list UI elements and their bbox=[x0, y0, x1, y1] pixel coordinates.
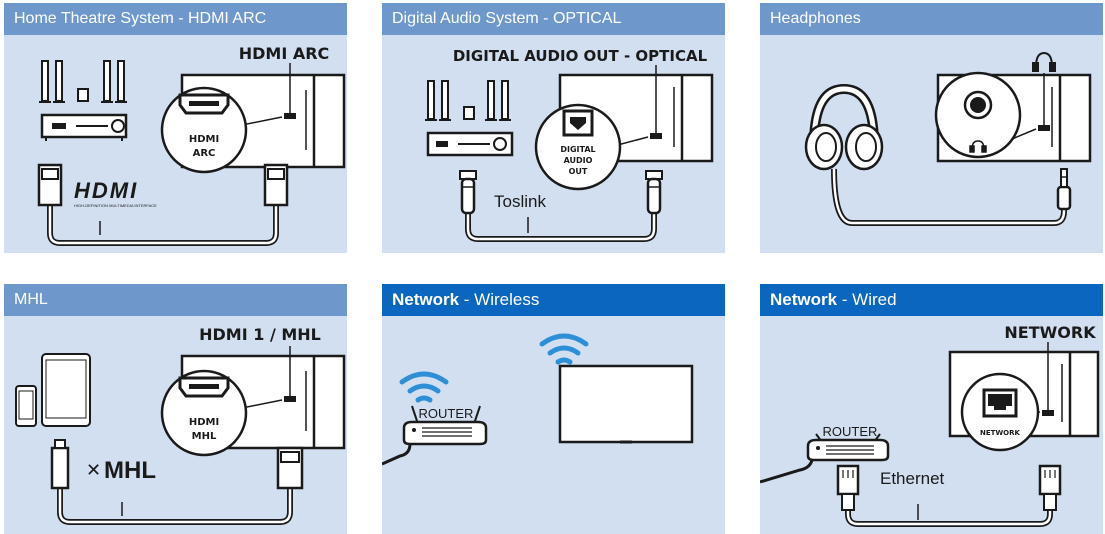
hdmi-port-icon bbox=[178, 93, 230, 115]
router-power-cable bbox=[760, 459, 814, 484]
callout-line2: MHL bbox=[192, 431, 217, 442]
headphones-icon bbox=[804, 83, 884, 171]
mhl-logo-text: MHL bbox=[104, 457, 156, 484]
panel-title-rest: - Wireless bbox=[459, 290, 540, 309]
hdmi-arc-diagram: HDMI ARC HDMI ARC bbox=[37, 44, 346, 246]
optical-diagram: DIGITAL AUDIO OUT - OPTICAL DIGITAL AUDI… bbox=[425, 47, 714, 242]
speakers-icon bbox=[425, 80, 511, 121]
mhl-cable bbox=[50, 439, 304, 525]
panel-mhl: MHL HDMI 1 / MHL HDMI MHL bbox=[4, 284, 347, 534]
panel-title-bold: Network bbox=[392, 290, 460, 309]
panel-title: Network - Wireless bbox=[382, 284, 725, 316]
ethernet-cable bbox=[836, 464, 1062, 527]
cable-label: Toslink bbox=[494, 192, 546, 211]
network-port bbox=[1042, 410, 1054, 416]
callout-line1: HDMI bbox=[189, 134, 219, 145]
panel-network-wired: Network - Wired NETWORK NETWORK ROUTER bbox=[760, 284, 1103, 534]
router-power-cable bbox=[382, 443, 412, 466]
callout-line2: AUDIO bbox=[564, 156, 593, 165]
callout-line3: OUT bbox=[569, 167, 588, 176]
port-label: DIGITAL AUDIO OUT - OPTICAL bbox=[453, 47, 708, 65]
wifi-icon bbox=[539, 333, 589, 365]
hdmi-logo-subtitle: HIGH-DEFINITION MULTIMEDIA INTERFACE bbox=[74, 203, 157, 208]
mhl-diagram: HDMI 1 / MHL HDMI MHL ✕ MHL bbox=[15, 325, 346, 525]
hdmi-logo: HDMI bbox=[74, 178, 138, 203]
headphone-cable bbox=[831, 168, 1072, 226]
port-label: NETWORK bbox=[1004, 323, 1096, 342]
headphones-diagram bbox=[804, 51, 1092, 226]
router-icon bbox=[806, 433, 890, 462]
audio-receiver-icon bbox=[426, 131, 514, 157]
svg-text:✕: ✕ bbox=[86, 460, 101, 480]
wireless-diagram: ROUTER bbox=[382, 333, 694, 466]
toslink-cable bbox=[459, 170, 663, 242]
panel-title: Digital Audio System - OPTICAL bbox=[382, 3, 725, 35]
cable-label: Ethernet bbox=[880, 469, 945, 488]
panel-title: Headphones bbox=[760, 3, 1103, 35]
smartphone-icon bbox=[15, 385, 37, 427]
hdmi-port-icon bbox=[178, 376, 230, 398]
hdmi-cable bbox=[37, 163, 289, 246]
audio-jack-icon bbox=[963, 90, 993, 120]
panel-digital-audio-optical: Digital Audio System - OPTICAL DIGITAL A… bbox=[382, 3, 725, 253]
panel-title-bold: Network bbox=[770, 290, 838, 309]
tv-icon bbox=[558, 364, 694, 444]
optical-port-icon bbox=[562, 109, 594, 137]
callout-line1: HDMI bbox=[189, 417, 219, 428]
panel-network-wireless: Network - Wireless ROUTER bbox=[382, 284, 725, 534]
panel-title: Home Theatre System - HDMI ARC bbox=[4, 3, 347, 35]
panel-title: MHL bbox=[4, 284, 347, 316]
wifi-icon bbox=[399, 371, 449, 403]
router-label: ROUTER bbox=[823, 424, 878, 439]
speakers-icon bbox=[39, 60, 127, 103]
tablet-icon bbox=[41, 353, 91, 427]
panel-title: Network - Wired bbox=[760, 284, 1103, 316]
headphone-port bbox=[1038, 125, 1050, 131]
optical-port bbox=[650, 133, 662, 139]
ethernet-port-icon bbox=[982, 388, 1018, 418]
av-receiver-icon bbox=[40, 113, 128, 141]
hdmi-mhl-port bbox=[284, 396, 296, 402]
panel-title-rest: - Wired bbox=[837, 290, 897, 309]
mhl-logo: ✕ MHL bbox=[86, 457, 156, 484]
callout-line1: NETWORK bbox=[980, 429, 1020, 437]
callout-line2: ARC bbox=[193, 148, 216, 159]
router-label: ROUTER bbox=[419, 406, 474, 421]
hdmi-arc-port bbox=[284, 113, 296, 119]
panel-headphones: Headphones bbox=[760, 3, 1103, 253]
panel-home-theatre-hdmi-arc: Home Theatre System - HDMI ARC HDMI ARC … bbox=[4, 3, 347, 253]
callout-circle bbox=[534, 103, 622, 191]
port-label: HDMI ARC bbox=[239, 44, 330, 63]
wired-diagram: NETWORK NETWORK ROUTER bbox=[760, 323, 1100, 527]
callout-line1: DIGITAL bbox=[560, 145, 595, 154]
headphone-small-icon bbox=[1032, 51, 1056, 72]
router-icon bbox=[402, 405, 488, 446]
headphone-callout-icon bbox=[969, 140, 987, 153]
port-label: HDMI 1 / MHL bbox=[199, 325, 321, 344]
